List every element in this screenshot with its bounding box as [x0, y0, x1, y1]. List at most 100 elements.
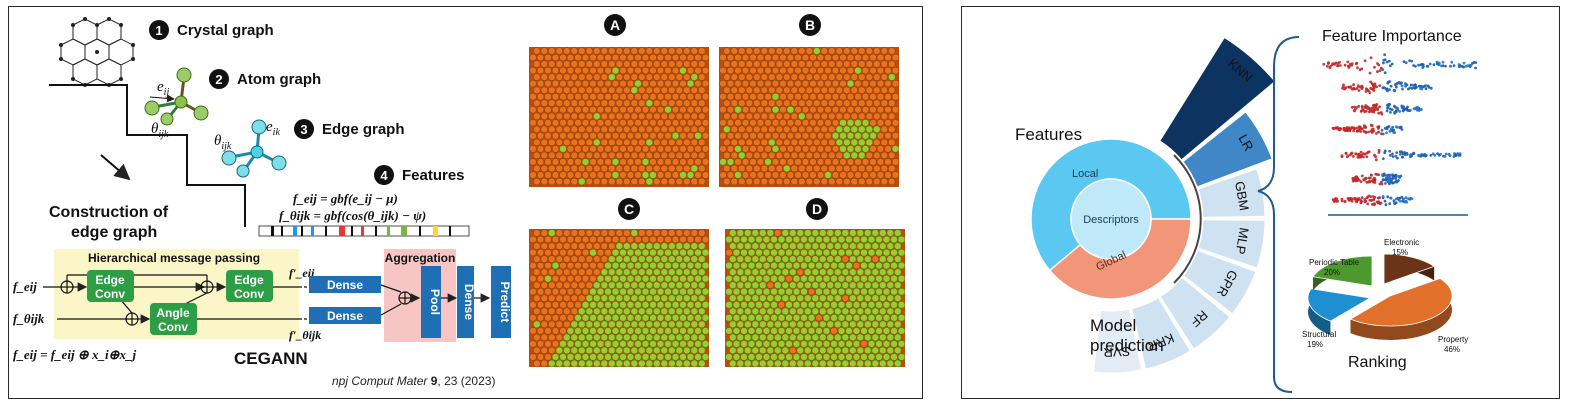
sim-atom-orange — [820, 99, 828, 107]
sim-atom-orange — [540, 359, 548, 368]
dense-top-box: Dense — [309, 276, 381, 293]
sim-atom-green — [897, 340, 906, 348]
sim-atom-green — [664, 275, 672, 283]
svg-text:Conv: Conv — [234, 287, 264, 301]
beeswarm-point — [1359, 180, 1363, 184]
sim-atom-green — [649, 275, 657, 283]
sim-atom-green — [725, 353, 733, 361]
beeswarm-point — [1398, 153, 1402, 156]
sim-atom-orange — [615, 99, 623, 107]
sim-atom-orange — [801, 66, 810, 75]
beeswarm-point — [1343, 200, 1347, 203]
sim-atom-green — [860, 301, 868, 309]
sim-atom-orange — [634, 145, 642, 153]
sim-atom-orange — [771, 79, 780, 88]
sim-atom-green — [679, 288, 687, 296]
sim-atom-orange — [809, 93, 817, 101]
sim-atom-orange — [884, 53, 892, 62]
sim-atom-orange — [824, 53, 832, 62]
sim-atom-orange — [570, 164, 578, 173]
sim-atom-orange — [723, 60, 731, 68]
sim-atom-orange — [850, 47, 858, 55]
sim-atom-green — [604, 314, 612, 322]
sim-atom-green — [671, 314, 680, 322]
sim-atom-orange — [623, 86, 631, 94]
beeswarm-point — [1414, 86, 1418, 89]
sim-atom-orange — [540, 47, 548, 55]
sim-atom-orange — [738, 138, 746, 147]
sim-atom-green — [589, 248, 597, 257]
sim-atom-orange — [756, 79, 765, 88]
beeswarm-point — [1344, 152, 1348, 155]
sim-atom-orange — [611, 79, 620, 88]
sim-atom-orange — [634, 119, 642, 127]
sim-atom-green — [559, 145, 567, 153]
sim-atom-orange — [786, 132, 795, 140]
sim-atom-orange — [873, 151, 881, 160]
sim-atom-green — [645, 281, 653, 289]
sim-atom-orange — [730, 125, 738, 133]
sim-atom-orange — [880, 138, 888, 147]
sim-atom-orange — [619, 53, 627, 62]
beeswarm-point — [1354, 107, 1357, 111]
sim-atom-orange — [871, 255, 879, 263]
sim-atom-green — [781, 294, 789, 302]
sim-atom-orange — [548, 177, 556, 186]
sim-atom-green — [774, 333, 782, 342]
sim-atom-green — [751, 268, 759, 276]
sim-atom-orange — [645, 86, 653, 94]
sim-atom-green — [894, 320, 902, 328]
sim-atom-green — [811, 307, 819, 315]
sim-atom-orange — [839, 106, 847, 114]
sim-atom-orange — [869, 106, 877, 114]
sim-atom-green — [834, 281, 842, 289]
beeswarm-point — [1388, 202, 1392, 206]
beeswarm-point — [1377, 127, 1380, 130]
sim-atom-orange — [574, 288, 582, 296]
sim-atom-orange — [753, 138, 761, 147]
sim-atom-orange — [668, 229, 676, 237]
bar-label-gbm: GBM — [1232, 180, 1252, 212]
sim-atom-orange — [574, 79, 582, 88]
sim-atom-orange — [816, 158, 825, 166]
sim-atom-green — [774, 255, 782, 263]
sim-atom-orange — [801, 119, 810, 127]
beeswarm-point — [1380, 132, 1383, 136]
sim-atom-orange — [741, 171, 750, 179]
sim-atom-green — [845, 301, 853, 309]
sim-atom-orange — [861, 93, 870, 101]
sim-atom-green — [660, 242, 668, 250]
step-4-label: Features — [402, 167, 465, 184]
sim-atom-green — [668, 346, 676, 355]
sim-atom-green — [807, 275, 816, 283]
sim-atom-orange — [798, 164, 806, 173]
sim-atom-green — [683, 307, 691, 315]
sim-atom-orange — [548, 320, 556, 328]
sim-atom-green — [800, 275, 808, 283]
sim-atom-orange — [578, 229, 586, 237]
sim-atom-orange — [596, 145, 605, 153]
sim-atom-green — [611, 340, 620, 348]
sim-atom-green — [690, 242, 698, 250]
sim-atom-orange — [756, 66, 765, 75]
beeswarm-point — [1336, 199, 1339, 203]
sim-atom-green — [701, 275, 710, 283]
sim-atom-orange — [824, 79, 832, 88]
sim-atom-green — [864, 242, 872, 250]
sim-atom-orange — [608, 229, 616, 237]
beeswarm-point — [1364, 126, 1368, 129]
pie-slice-property — [1349, 277, 1453, 327]
sim-atom-orange — [600, 177, 608, 186]
sim-atom-green — [619, 301, 627, 309]
sim-atom-green — [664, 288, 672, 296]
sim-label-A: A — [604, 14, 626, 36]
sim-atom-orange — [555, 86, 563, 94]
sim-atom-orange — [533, 242, 541, 250]
beeswarm-point — [1374, 105, 1378, 109]
sim-atom-orange — [626, 93, 635, 101]
sim-atom-orange — [741, 145, 750, 153]
sim-atom-orange — [626, 171, 635, 179]
sim-atom-orange — [876, 158, 885, 166]
svg-text:B: B — [805, 17, 815, 33]
sim-atom-orange — [589, 235, 597, 244]
